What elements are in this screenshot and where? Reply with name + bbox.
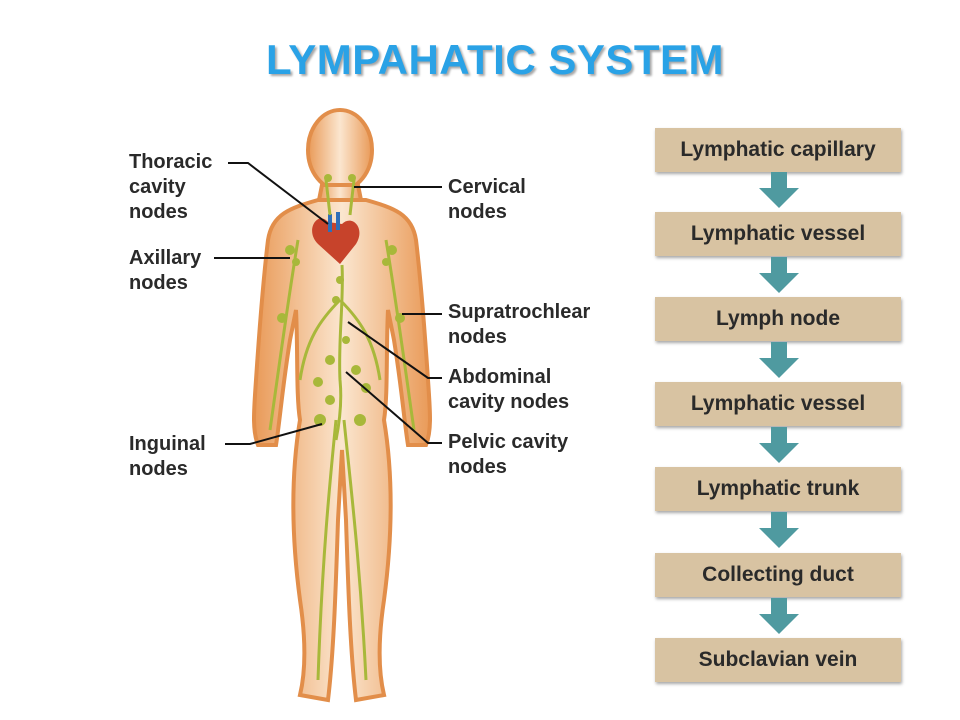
down-arrow-icon — [759, 342, 799, 378]
flow-step: Lymph node — [655, 297, 901, 341]
label-axillary-nodes: Axillary nodes — [129, 247, 202, 294]
flow-step: Collecting duct — [655, 553, 901, 597]
body-silhouette — [252, 108, 432, 703]
down-arrow-icon — [759, 512, 799, 548]
label-thoracic-nodes: Thoracic cavity nodes — [129, 151, 213, 223]
flow-step: Lymphatic capillary — [655, 128, 901, 172]
flow-step: Lymphatic vessel — [655, 382, 901, 426]
label-pelvic-nodes: Pelvic cavity nodes — [448, 431, 569, 478]
label-abdominal-nodes: Abdominal cavity nodes — [448, 366, 570, 413]
down-arrow-icon — [759, 598, 799, 634]
heart-illustration — [312, 212, 360, 264]
flow-step: Lymphatic vessel — [655, 212, 901, 256]
label-cervical-nodes: Cervical nodes — [448, 176, 526, 223]
lymph-nodes — [277, 174, 405, 426]
label-inguinal-nodes: Inguinal nodes — [129, 433, 206, 480]
diagram-title: LYMPAHATIC SYSTEM — [265, 36, 725, 83]
flow-step: Lymphatic trunk — [655, 467, 901, 511]
down-arrow-icon — [759, 257, 799, 293]
leader-lines — [214, 162, 442, 445]
down-arrow-icon — [759, 172, 799, 208]
lymph-vessels — [268, 179, 416, 681]
down-arrow-icon — [759, 427, 799, 463]
flow-step: Subclavian vein — [655, 638, 901, 682]
label-supratrochlear-nodes: Supratrochlear nodes — [448, 301, 591, 348]
